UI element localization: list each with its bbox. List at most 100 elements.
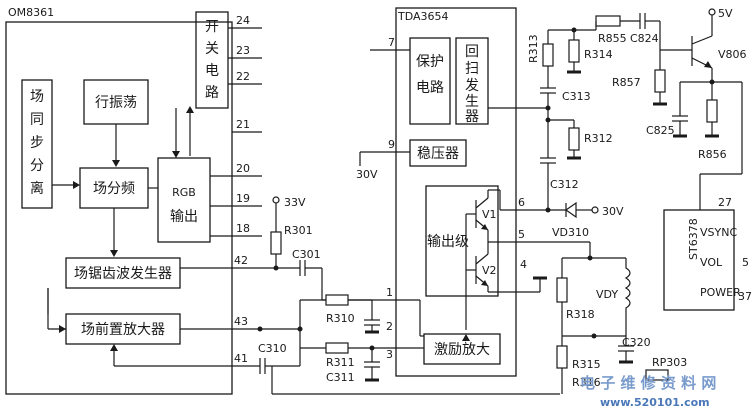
rgb-out-label: 输出 bbox=[170, 209, 198, 225]
tda-pin-9: 9 bbox=[388, 138, 395, 151]
tda-pin-7: 7 bbox=[388, 36, 395, 49]
output-stage-block: 输出级 V1 V2 bbox=[425, 185, 499, 330]
rgb-label: RGB bbox=[172, 186, 196, 199]
c825-label: C825 bbox=[646, 124, 675, 137]
c312-label: C312 bbox=[550, 178, 579, 191]
c310-label: C310 bbox=[258, 342, 287, 355]
c313-label: C313 bbox=[562, 90, 591, 103]
r318-label: R318 bbox=[566, 308, 595, 321]
watermark-text: 电 子 维 修 资 料 网 bbox=[580, 374, 716, 392]
v806-branch: 5V V806 R857 C825 R856 bbox=[612, 7, 747, 210]
protect-block: 保护 电路 bbox=[409, 37, 451, 125]
tda-pin-4: 4 bbox=[520, 258, 527, 271]
watermark: 电 子 维 修 资 料 网 www.520101.com bbox=[580, 374, 716, 409]
om8361-label: OM8361 bbox=[8, 6, 54, 19]
r312-label: R312 bbox=[584, 132, 613, 145]
pre-amplifier-block: 场前置放大器 bbox=[65, 313, 181, 345]
supply-5v: 5V bbox=[718, 7, 733, 20]
pin-18: 18 bbox=[236, 222, 250, 235]
protect-line-2: 电路 bbox=[416, 80, 444, 96]
r316-label: R316 bbox=[572, 376, 601, 389]
flyback-char-5: 器 bbox=[465, 109, 479, 125]
tda-pin-5: 5 bbox=[518, 228, 525, 241]
pin-20: 20 bbox=[236, 162, 250, 175]
driver-amp-label: 激励放大 bbox=[434, 341, 490, 358]
tda3654-label: TDA3654 bbox=[397, 10, 449, 23]
r856-label: R856 bbox=[698, 148, 727, 161]
output-stage-label: 输出级 bbox=[427, 234, 469, 250]
sync-sep-char-2: 同 bbox=[30, 112, 44, 128]
st-pin-37: 37 bbox=[738, 290, 752, 303]
pin-19: 19 bbox=[236, 192, 250, 205]
vsync-label: VSYNC bbox=[700, 226, 737, 239]
tda3654-right-network: R313 C313 R312 C312 R314 R855 C824 bbox=[488, 13, 692, 210]
protect-line-1: 保护 bbox=[416, 54, 444, 70]
field-sync-separation-block: 场 同 步 分 离 bbox=[21, 79, 53, 209]
st-pin-27: 27 bbox=[718, 196, 732, 209]
om8361-internal-wiring bbox=[47, 106, 232, 367]
sync-sep-char-5: 离 bbox=[30, 180, 44, 197]
flyback-char-1: 回 bbox=[465, 44, 479, 60]
tda3654-chip: TDA3654 bbox=[395, 7, 517, 377]
pin-23: 23 bbox=[236, 44, 250, 57]
r301-branch: 33V R301 C301 bbox=[232, 196, 420, 301]
pin-22: 22 bbox=[236, 70, 250, 83]
vd310-branch: 6 30V VD310 bbox=[488, 189, 624, 239]
flyback-char-4: 生 bbox=[465, 94, 479, 110]
r315-label: R315 bbox=[572, 358, 601, 371]
om8361-chip: OM8361 bbox=[5, 6, 233, 395]
st6378-label: ST6378 bbox=[687, 218, 700, 260]
supply-30v-diode: 30V bbox=[602, 205, 624, 218]
supply-33v: 33V bbox=[284, 196, 306, 209]
tda-pin-1: 1 bbox=[386, 286, 393, 299]
tda3654-left-pins: 7 9 30V bbox=[356, 36, 410, 181]
sawtooth-generator-block: 场锯齿波发生器 bbox=[65, 257, 181, 289]
r855-label: R855 bbox=[598, 32, 627, 45]
c301-label: C301 bbox=[292, 248, 321, 261]
c824-label: C824 bbox=[630, 32, 659, 45]
supply-30v-regulator: 30V bbox=[356, 168, 378, 181]
tda-pin-6: 6 bbox=[518, 196, 525, 209]
line-oscillator-block: 行振荡 bbox=[83, 79, 149, 125]
flyback-char-3: 发 bbox=[465, 78, 479, 94]
c320-label: C320 bbox=[622, 336, 651, 349]
v806-label: V806 bbox=[718, 48, 747, 61]
line-osc-label: 行振荡 bbox=[95, 95, 137, 111]
c311-label: C311 bbox=[326, 371, 355, 384]
switch-char-4: 路 bbox=[205, 85, 219, 101]
switch-char-3: 电 bbox=[205, 63, 219, 79]
pre-amp-label: 场前置放大器 bbox=[81, 321, 165, 338]
rgb-output-block: RGB 输出 bbox=[157, 157, 211, 243]
vdy-label: VDY bbox=[596, 288, 618, 301]
om8361-pins: 24 23 22 21 20 19 18 42 43 41 bbox=[180, 14, 262, 365]
tda-pin-2: 2 bbox=[386, 320, 393, 333]
r857-label: R857 bbox=[612, 76, 641, 89]
flyback-block: 回 扫 发 生 器 bbox=[455, 37, 489, 125]
vol-label: VOL bbox=[700, 256, 723, 269]
sync-sep-char-3: 步 bbox=[30, 135, 44, 151]
pin-24: 24 bbox=[236, 14, 250, 27]
field-divider-block: 场分频 bbox=[79, 167, 149, 209]
rp303-label: RP303 bbox=[652, 356, 687, 369]
pin-41: 41 bbox=[234, 352, 248, 365]
watermark-url: www.520101.com bbox=[600, 396, 710, 409]
tda-pin-3: 3 bbox=[386, 348, 393, 361]
feedback-network: R310 R311 C311 1 2 3 C310 bbox=[232, 286, 560, 395]
field-divider-label: 场分频 bbox=[93, 181, 135, 197]
switch-char-2: 关 bbox=[205, 41, 219, 57]
sawtooth-label: 场锯齿波发生器 bbox=[74, 266, 172, 282]
sync-sep-char-1: 场 bbox=[30, 89, 44, 105]
flyback-char-2: 扫 bbox=[465, 61, 479, 77]
r310-label: R310 bbox=[326, 312, 355, 325]
v2-label: V2 bbox=[482, 264, 497, 277]
pin-42: 42 bbox=[234, 254, 248, 267]
driver-amp-block: 激励放大 bbox=[419, 300, 501, 365]
vd310-label: VD310 bbox=[552, 226, 589, 239]
v1-label: V1 bbox=[482, 208, 497, 221]
power-label: POWER bbox=[700, 286, 741, 299]
r313-label: R313 bbox=[527, 34, 540, 63]
pin-43: 43 bbox=[234, 315, 248, 328]
yoke-branch: 5 4 R318 VDY C320 R315 R316 RP303 bbox=[488, 228, 687, 394]
regulator-label: 稳压器 bbox=[417, 146, 459, 162]
